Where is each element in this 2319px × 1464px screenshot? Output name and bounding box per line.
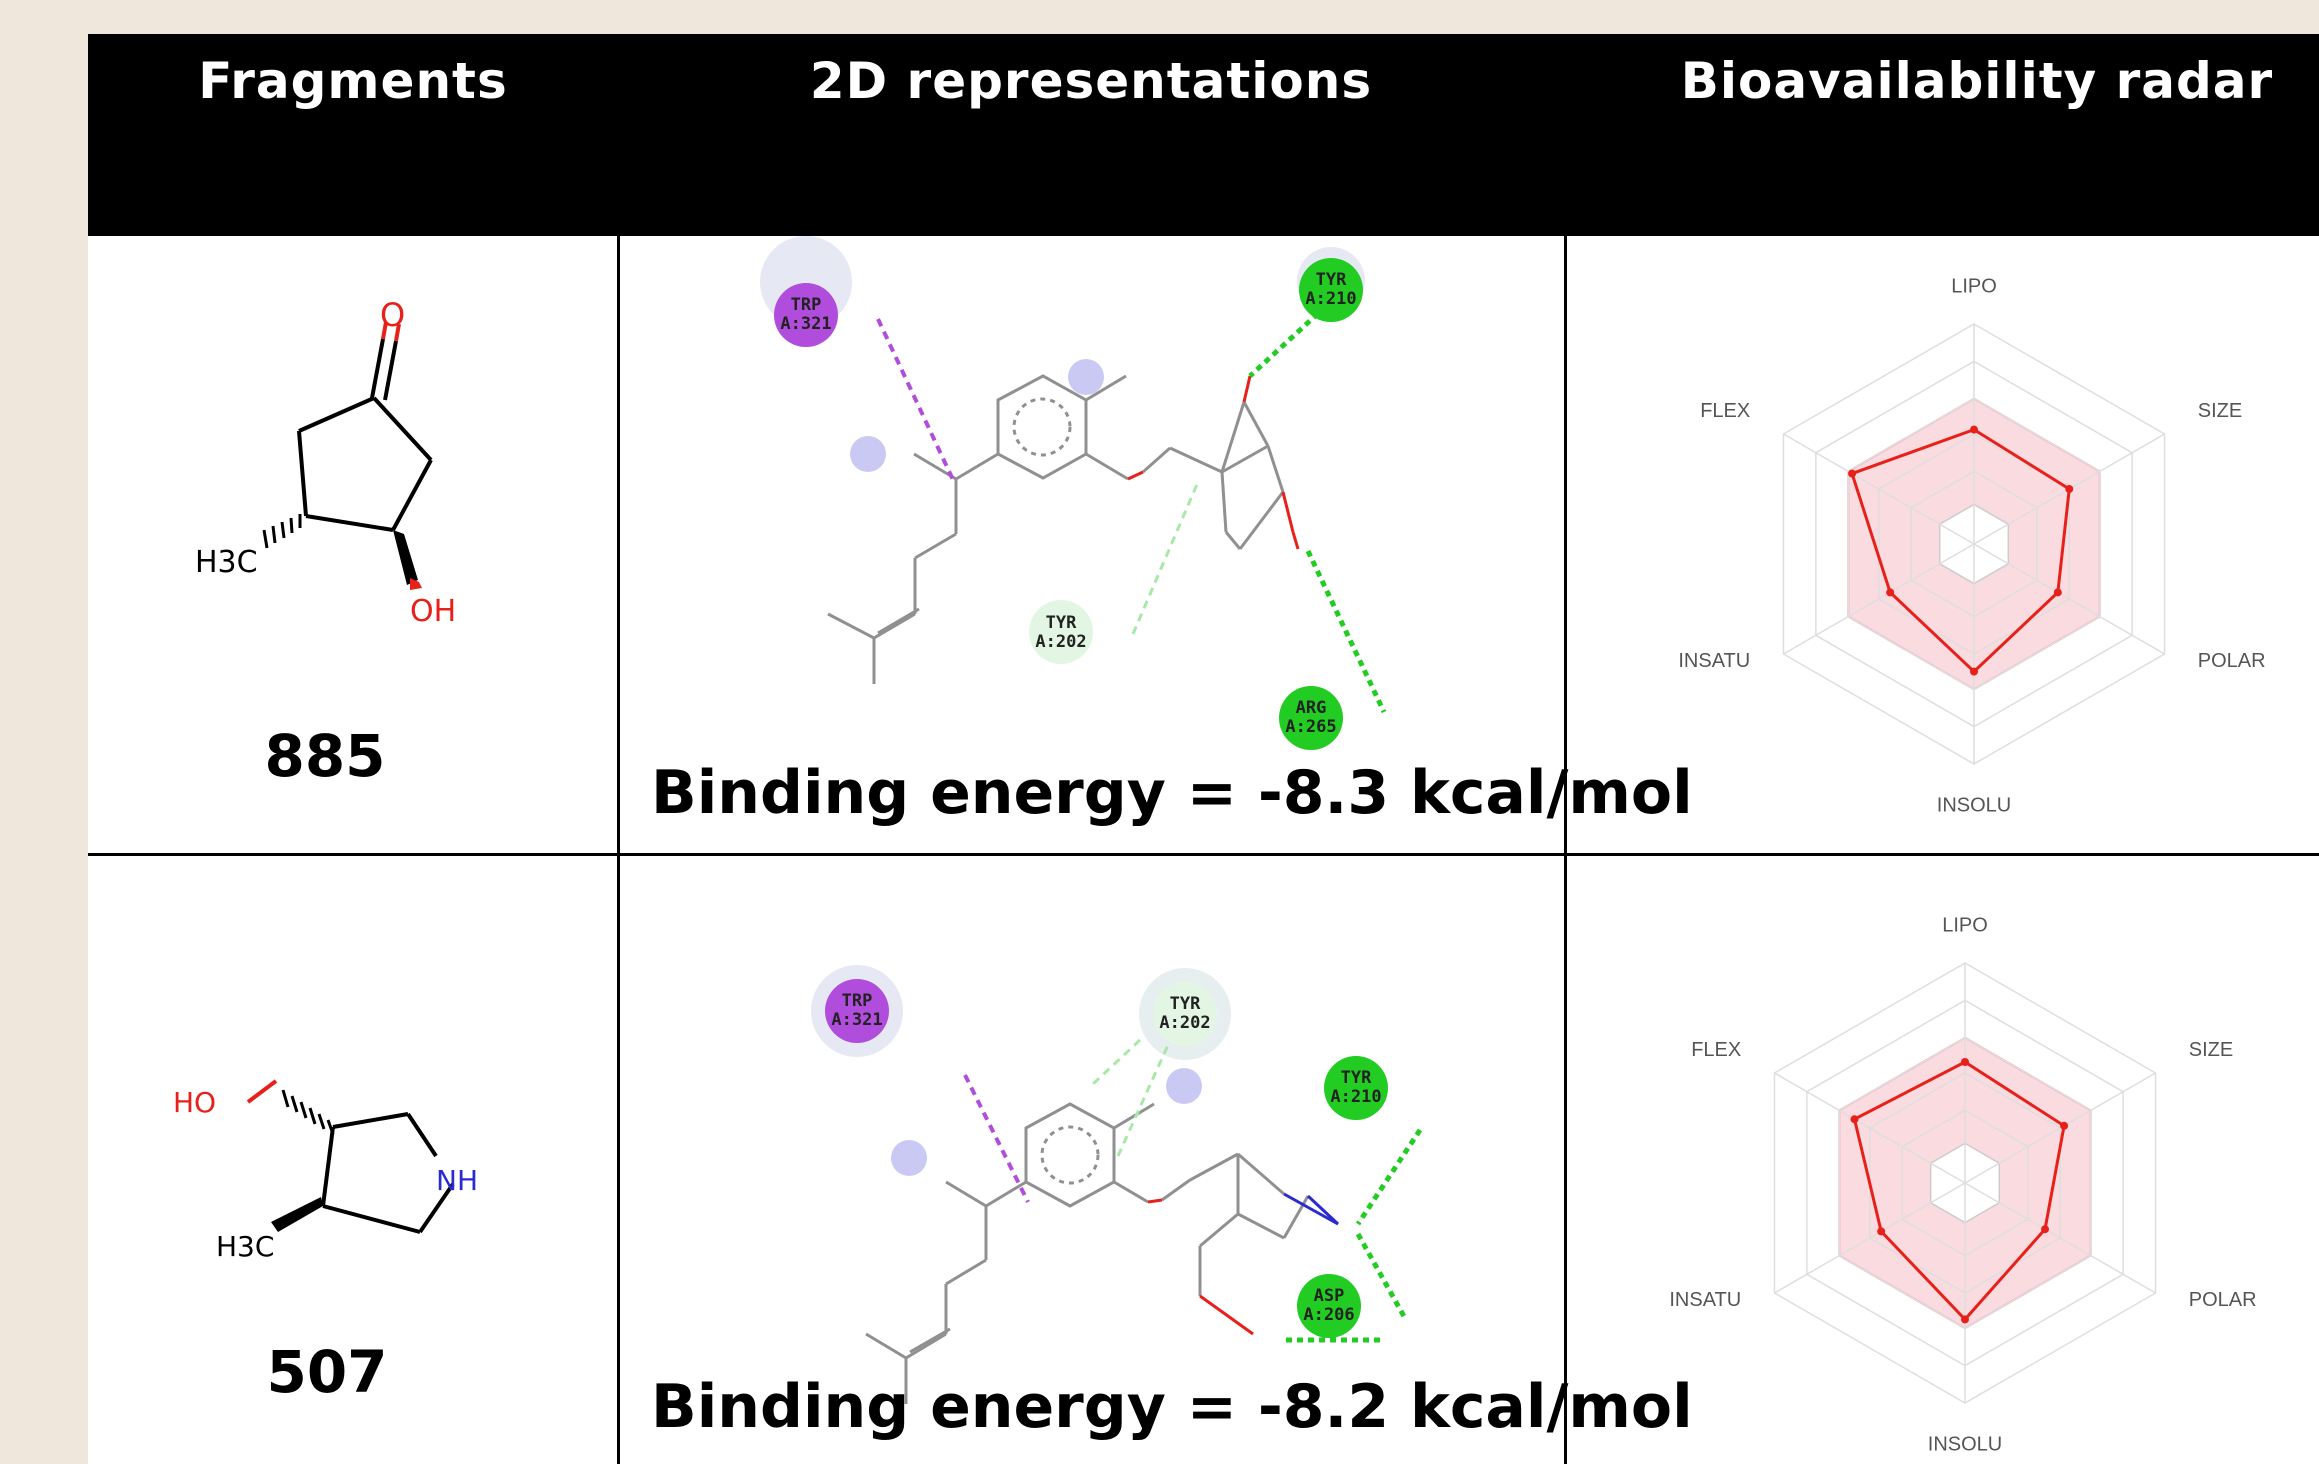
table-header: Fragments 2D representations Bioavailabi… — [88, 34, 2319, 236]
residue-chain: A:202 — [1035, 632, 1086, 652]
binding-energy: Binding energy = -8.3 kcal/mol — [651, 758, 1693, 828]
radar-axis-label: POLAR — [2198, 650, 2266, 672]
residue-name: TYR — [1170, 994, 1201, 1014]
radar-point — [2053, 588, 2062, 597]
radar-point — [2065, 485, 2074, 493]
data-table: Fragments 2D representations Bioavailabi… — [88, 34, 2319, 1464]
residue-chain: A:321 — [831, 1010, 882, 1030]
radar-spoke — [1774, 1072, 1966, 1184]
residue-name: ARG — [1296, 698, 1327, 718]
radar-axis-label: INSATU — [1669, 1289, 1741, 1311]
residue-name: TYR — [1341, 1068, 1372, 1088]
column-divider — [1564, 236, 1567, 1464]
row-divider — [88, 853, 2319, 856]
radar-point — [1961, 1058, 1969, 1066]
radar-spoke — [1783, 543, 1975, 655]
radar-axis-label: POLAR — [2189, 1289, 2257, 1311]
radar-spoke — [1964, 1182, 2156, 1294]
atom-label: O — [380, 296, 405, 334]
radar-point — [1970, 425, 1978, 434]
residue-chain: A:265 — [1285, 717, 1336, 737]
binding-energy: Binding energy = -8.2 kcal/mol — [651, 1372, 1693, 1442]
radar-axis-label: SIZE — [2198, 400, 2242, 422]
radar-spoke — [1774, 1182, 1966, 1294]
radar-spoke — [1783, 433, 1975, 545]
radar-axis-label: LIPO — [1942, 914, 1988, 936]
residue-chain: A:210 — [1305, 289, 1356, 309]
radar-axis-label: FLEX — [1700, 400, 1750, 422]
radar-spoke — [1973, 543, 2165, 655]
radar-point — [1970, 667, 1978, 676]
radar-point — [1877, 1227, 1886, 1236]
atom-label: NH — [436, 1164, 478, 1197]
atom-label: OH — [410, 594, 456, 629]
residue-name: ASP — [1314, 1286, 1345, 1306]
radar-point — [2041, 1225, 2050, 1234]
radar-point — [1961, 1315, 1969, 1324]
residue-chain: A:206 — [1303, 1305, 1354, 1325]
residue-chain: A:321 — [780, 314, 831, 334]
bioavailability-radar-885: LIPO SIZE POLAR INSOLU INSATU FLEX — [1678, 275, 2265, 816]
fragment-id: 507 — [266, 1338, 388, 1406]
radar-axis-label: INSOLU — [1937, 795, 2011, 817]
radar-point — [1850, 1115, 1859, 1124]
bioavailability-radar-507: LIPO SIZE POLAR INSOLU INSATU FLEX — [1669, 914, 2256, 1455]
residue-chain: A:202 — [1159, 1013, 1210, 1033]
ligand-diagram-row1: TRP A:321 TYR A:210 TYR A:202 ARG A:265 — [760, 236, 1387, 750]
radar-axis-label: LIPO — [1951, 275, 1997, 297]
atom-label: H3C — [216, 1230, 274, 1263]
radar-spoke — [1964, 1072, 2156, 1184]
header-fragments: Fragments — [198, 52, 508, 110]
radar-point — [1848, 469, 1857, 478]
ligand-diagram-row2: TRP A:321 TYR A:202 TYR A:210 ASP A:206 — [811, 965, 1423, 1404]
radar-point — [2060, 1121, 2069, 1130]
radar-axis-label: FLEX — [1691, 1039, 1741, 1061]
residue-chain: A:210 — [1330, 1087, 1381, 1107]
fragment-id: 885 — [264, 722, 386, 790]
radar-axis-label: INSOLU — [1928, 1434, 2002, 1456]
fragment-507-structure — [246, 1079, 455, 1234]
radar-point — [1886, 588, 1895, 597]
molecule-drawings: O H3C OH HO NH H3C — [173, 236, 2266, 1456]
residue-name: TRP — [791, 295, 822, 315]
atom-label: HO — [173, 1086, 216, 1119]
residue-name: TYR — [1316, 270, 1347, 290]
radar-axis-label: SIZE — [2189, 1039, 2233, 1061]
column-divider — [617, 236, 620, 1464]
header-2d-representations: 2D representations — [809, 52, 1373, 110]
fragment-885-structure — [262, 321, 433, 590]
residue-name: TYR — [1046, 613, 1077, 633]
header-bioavailability-radar: Bioavailability radar — [1680, 52, 2274, 110]
radar-axis-label: INSATU — [1678, 650, 1750, 672]
residue-name: TRP — [842, 991, 873, 1011]
atom-label: H3C — [195, 545, 258, 580]
